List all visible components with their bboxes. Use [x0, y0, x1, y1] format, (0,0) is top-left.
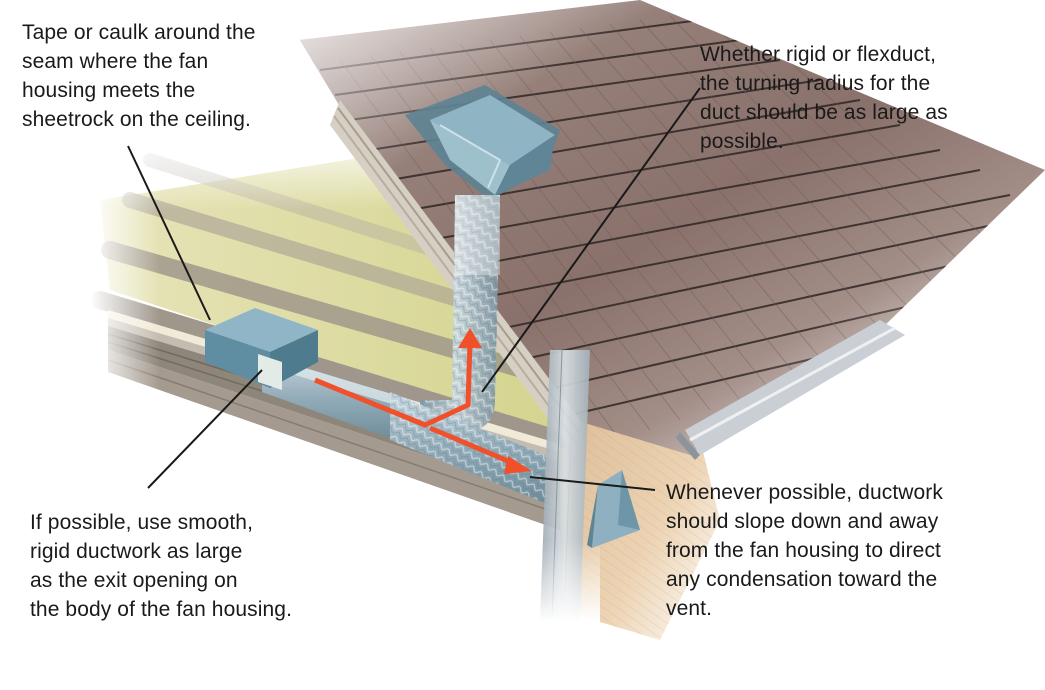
flex-duct-vertical — [420, 195, 500, 432]
airflow-arrow-out — [429, 425, 516, 467]
annotation-rigid-ductwork: If possible, use smooth, rigid ductwork … — [30, 511, 292, 621]
leader-seam — [127, 145, 211, 321]
leader-rigid — [147, 369, 263, 489]
leader-slope — [529, 476, 656, 491]
airflow-arrowhead-out — [504, 456, 532, 474]
airflow-arrowhead-up — [458, 328, 482, 348]
leader-radius — [481, 87, 701, 393]
roof-vent — [405, 85, 560, 200]
fan-housing — [205, 308, 318, 390]
annotation-turning-radius: Whether rigid or flexduct, the turning r… — [700, 43, 948, 153]
annotation-seam: Tape or caulk around the seam where the … — [22, 21, 256, 131]
airflow-arrows — [314, 328, 532, 474]
airflow-arrow-up — [314, 341, 473, 428]
wall-vent — [587, 470, 640, 548]
leader-lines — [127, 87, 701, 491]
annotation-slope-down: Whenever possible, ductwork should slope… — [666, 481, 943, 620]
wall-post — [530, 349, 600, 622]
gutter — [676, 320, 905, 460]
